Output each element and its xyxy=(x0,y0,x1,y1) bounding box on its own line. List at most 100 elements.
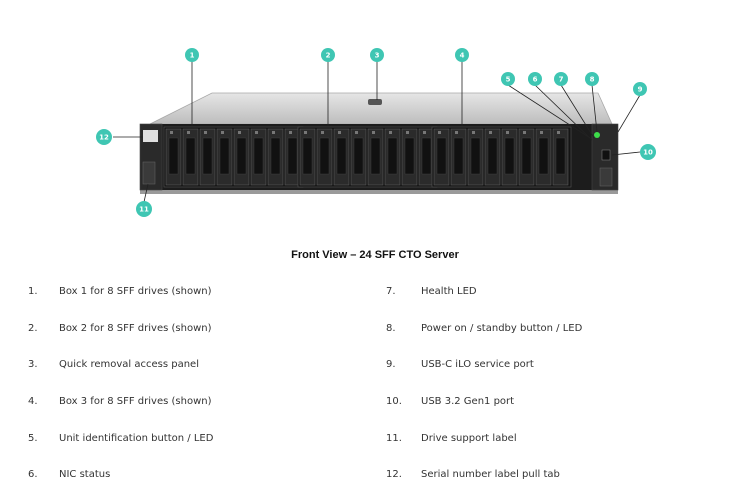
drive-led xyxy=(455,131,458,134)
drive-handle xyxy=(287,137,298,175)
drive-handle xyxy=(521,137,532,175)
legend-number: 3. xyxy=(28,359,38,370)
drive-led xyxy=(540,131,543,134)
callout-label: 3 xyxy=(375,52,380,60)
drive-handle xyxy=(470,137,481,175)
drive-handle xyxy=(538,137,549,175)
legend-number: 2. xyxy=(28,323,38,334)
drive-led xyxy=(272,131,275,134)
legend-text: NIC status xyxy=(59,469,111,480)
drive-led xyxy=(557,131,560,134)
drive-led xyxy=(389,131,392,134)
legend-item: 9. USB-C iLO service port xyxy=(386,355,726,375)
legend-item: 8. Power on / standby button / LED xyxy=(386,319,726,339)
access-panel-latch xyxy=(368,99,382,105)
callout-marker xyxy=(185,48,199,62)
callout-marker xyxy=(370,48,384,62)
callout-marker xyxy=(554,72,568,86)
drive-led xyxy=(321,131,324,134)
drive-bays xyxy=(163,126,572,188)
power-button-led xyxy=(594,132,600,138)
drive-handle xyxy=(219,137,230,175)
legend-item: 1. Box 1 for 8 SFF drives (shown) xyxy=(28,282,358,302)
legend-text: Box 3 for 8 SFF drives (shown) xyxy=(59,396,212,407)
drive-led xyxy=(187,131,190,134)
callout-marker xyxy=(585,72,599,86)
callout-marker xyxy=(455,48,469,62)
drive-led xyxy=(289,131,292,134)
legend-item: 3. Quick removal access panel xyxy=(28,355,358,375)
drive-handle xyxy=(370,137,381,175)
drive-led xyxy=(472,131,475,134)
drive-handle xyxy=(504,137,515,175)
callout-6: 6 xyxy=(528,72,542,86)
callout-marker xyxy=(96,129,112,145)
callout-12: 12 xyxy=(96,129,112,145)
callout-lines xyxy=(113,61,641,203)
callout-label: 10 xyxy=(643,149,653,157)
leader-line-9 xyxy=(617,94,641,133)
legend-text: Box 1 for 8 SFF drives (shown) xyxy=(59,286,212,297)
callout-label: 11 xyxy=(139,206,149,214)
legend-text: Power on / standby button / LED xyxy=(421,323,583,334)
legend-item: 2. Box 2 for 8 SFF drives (shown) xyxy=(28,319,358,339)
drive-handle xyxy=(185,137,196,175)
leader-line-10 xyxy=(611,151,641,156)
callout-label: 9 xyxy=(638,86,643,94)
leader-line-5 xyxy=(507,84,591,139)
legend: 1. Box 1 for 8 SFF drives (shown) 2. Box… xyxy=(0,282,750,492)
leader-line-8 xyxy=(591,84,598,133)
legend-number: 6. xyxy=(28,469,38,480)
callout-marker xyxy=(633,82,647,96)
legend-item: 7. Health LED xyxy=(386,282,726,302)
drive-handle xyxy=(319,137,330,175)
callout-marker xyxy=(321,48,335,62)
legend-text: Unit identification button / LED xyxy=(59,433,214,444)
legend-number: 11. xyxy=(386,433,402,444)
callout-4: 4 xyxy=(455,48,469,62)
legend-text: Box 2 for 8 SFF drives (shown) xyxy=(59,323,212,334)
drive-led xyxy=(506,131,509,134)
right-ear-label xyxy=(599,167,613,187)
callout-markers: 1 2 3 4 5 6 7 8 9 10 11 12 xyxy=(96,48,656,217)
callout-3: 3 xyxy=(370,48,384,62)
callout-label: 12 xyxy=(99,134,109,142)
callout-label: 6 xyxy=(533,76,538,84)
drive-led xyxy=(523,131,526,134)
drive-handle xyxy=(555,137,566,175)
legend-item: 11. Drive support label xyxy=(386,429,726,449)
callout-10: 10 xyxy=(640,144,656,160)
legend-number: 12. xyxy=(386,469,402,480)
callout-11: 11 xyxy=(136,201,152,217)
drive-handle xyxy=(168,137,179,175)
callout-label: 1 xyxy=(190,52,195,60)
drive-handle xyxy=(202,137,213,175)
drive-handle xyxy=(353,137,364,175)
legend-text: Serial number label pull tab xyxy=(421,469,560,480)
drive-led xyxy=(406,131,409,134)
legend-number: 7. xyxy=(386,286,396,297)
drive-led xyxy=(255,131,258,134)
drive-led xyxy=(355,131,358,134)
drive-handle xyxy=(453,137,464,175)
callout-2: 2 xyxy=(321,48,335,62)
drive-handle xyxy=(387,137,398,175)
callout-marker xyxy=(136,201,152,217)
legend-number: 8. xyxy=(386,323,396,334)
leader-line-7 xyxy=(560,84,595,139)
callout-label: 2 xyxy=(326,52,331,60)
drive-led xyxy=(238,131,241,134)
server-front-diagram: 1 2 3 4 5 6 7 8 9 10 11 12 xyxy=(96,48,656,217)
callout-marker xyxy=(528,72,542,86)
drive-handle xyxy=(236,137,247,175)
drive-handle xyxy=(421,137,432,175)
drive-handle xyxy=(253,137,264,175)
drive-led xyxy=(204,131,207,134)
drive-handle xyxy=(302,137,313,175)
legend-text: Drive support label xyxy=(421,433,517,444)
callout-marker xyxy=(640,144,656,160)
drive-led xyxy=(221,131,224,134)
legend-item: 6. NIC status xyxy=(28,465,358,485)
legend-text: USB 3.2 Gen1 port xyxy=(421,396,515,407)
legend-number: 4. xyxy=(28,396,38,407)
